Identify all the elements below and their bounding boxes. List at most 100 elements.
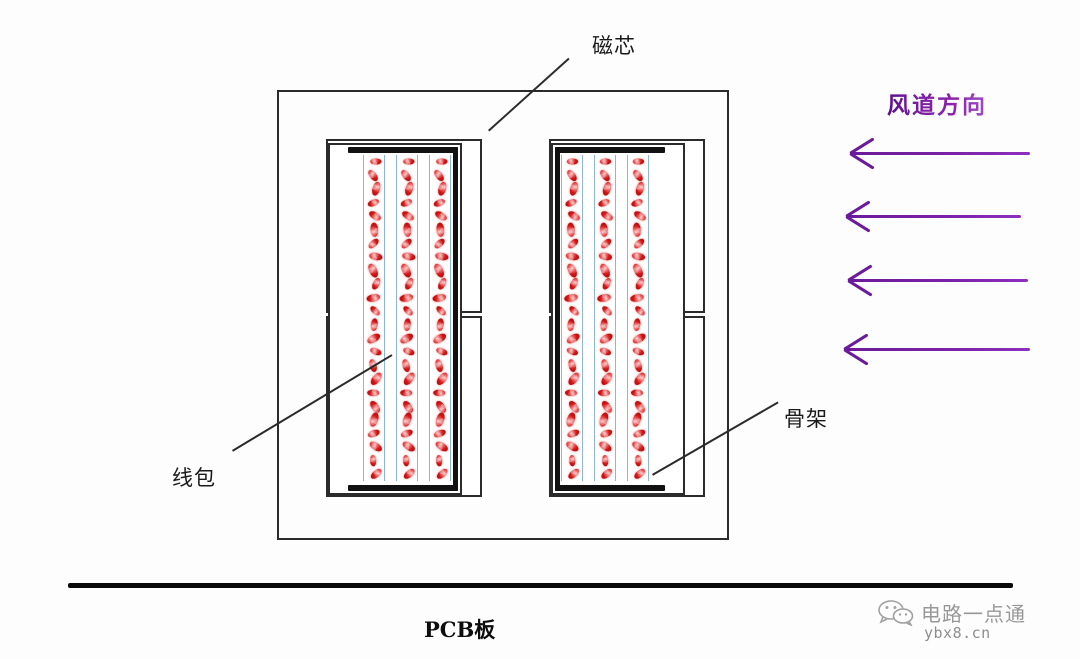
wire-cross-section bbox=[365, 168, 380, 183]
wire-cross-section bbox=[631, 427, 646, 439]
wire-cross-section bbox=[365, 331, 382, 346]
airflow-arrow-4 bbox=[843, 333, 1030, 366]
watermark-site: ybx8.cn bbox=[924, 624, 991, 642]
wire-cross-section bbox=[597, 411, 610, 429]
wire-cross-section bbox=[598, 236, 613, 250]
wire-cross-section bbox=[400, 439, 417, 454]
wire-cross-section bbox=[565, 427, 580, 439]
wire-cross-section bbox=[567, 276, 580, 292]
label-airflow-direction: 风道方向 bbox=[887, 86, 987, 120]
wire-cross-section bbox=[398, 261, 413, 279]
wire-cross-section bbox=[400, 251, 416, 262]
wire-cross-section bbox=[567, 304, 580, 318]
wire-cross-section bbox=[399, 427, 414, 439]
wire-cross-section bbox=[369, 318, 379, 332]
wire-cross-section bbox=[564, 168, 579, 183]
label-core: 磁芯 bbox=[592, 34, 636, 58]
wire-cross-section bbox=[599, 209, 615, 223]
wire-cross-section bbox=[401, 454, 410, 467]
right-bobbin-left-wall bbox=[555, 147, 560, 491]
left-winding-column-1 bbox=[363, 155, 385, 481]
wire-cross-section bbox=[630, 389, 643, 397]
wire-cross-section bbox=[567, 454, 576, 467]
wire-cross-section bbox=[398, 331, 415, 346]
wire-cross-section bbox=[368, 454, 377, 467]
wire-cross-section bbox=[632, 358, 643, 373]
wire-cross-section bbox=[431, 331, 448, 346]
wire-cross-section bbox=[631, 236, 646, 250]
wire-cross-section bbox=[431, 168, 446, 183]
wire-cross-section bbox=[401, 467, 416, 481]
wire-cross-section bbox=[596, 197, 611, 208]
wire-cross-section bbox=[432, 427, 447, 439]
wire-cross-section bbox=[435, 318, 445, 332]
wire-cross-section bbox=[599, 318, 608, 332]
wire-cross-section bbox=[633, 276, 646, 292]
wire-cross-section bbox=[369, 181, 382, 197]
wire-cross-section bbox=[431, 292, 447, 303]
airflow-arrow-3-shaft bbox=[848, 279, 1028, 282]
airflow-arrow-1-shaft bbox=[850, 152, 1030, 155]
wire-cross-section bbox=[566, 398, 581, 414]
wire-cross-section bbox=[631, 467, 647, 481]
wire-cross-section bbox=[629, 439, 646, 454]
wire-cross-section bbox=[632, 222, 642, 238]
label-winding: 线包 bbox=[172, 466, 216, 490]
wire-cross-section bbox=[599, 158, 611, 166]
left-bobbin-right-wall bbox=[453, 147, 458, 491]
wire-cross-section bbox=[600, 181, 613, 197]
wire-cross-section bbox=[435, 222, 445, 238]
wire-cross-section bbox=[563, 292, 578, 303]
wire-cross-section bbox=[630, 331, 647, 346]
right-winding-column-1 bbox=[561, 155, 583, 481]
wire-cross-section bbox=[598, 427, 613, 439]
wire-cross-section bbox=[367, 251, 383, 262]
wire-cross-section bbox=[596, 439, 613, 454]
wire-cross-section bbox=[565, 467, 581, 481]
airflow-arrow-2-shaft bbox=[846, 215, 1021, 218]
wire-cross-section bbox=[402, 158, 415, 166]
wire-cross-section bbox=[564, 251, 580, 262]
left-winding bbox=[363, 155, 451, 481]
wire-cross-section bbox=[600, 454, 609, 467]
wire-cross-section bbox=[566, 158, 578, 166]
wire-cross-section bbox=[563, 197, 578, 208]
left-bobbin-top-flange bbox=[348, 147, 458, 153]
wire-cross-section bbox=[432, 197, 446, 208]
wire-cross-section bbox=[401, 346, 415, 358]
wire-cross-section bbox=[369, 276, 382, 292]
wire-cross-section bbox=[432, 236, 447, 250]
right-winding-column-3 bbox=[627, 155, 649, 481]
wire-cross-section bbox=[367, 209, 383, 223]
wire-cross-section bbox=[401, 304, 415, 318]
wire-cross-section bbox=[367, 370, 384, 388]
wire-cross-section bbox=[564, 331, 581, 346]
airflow-arrow-4-shaft bbox=[844, 348, 1030, 351]
left-bobbin-bottom-flange bbox=[348, 485, 458, 491]
wire-cross-section bbox=[434, 304, 448, 318]
wire-cross-section bbox=[431, 261, 446, 279]
right-bobbin-top-flange bbox=[555, 147, 665, 153]
wire-cross-section bbox=[433, 358, 444, 373]
wire-cross-section bbox=[596, 292, 611, 303]
wire-cross-section bbox=[597, 331, 614, 346]
wire-cross-section bbox=[399, 236, 414, 250]
wire-cross-section bbox=[565, 346, 579, 358]
airflow-arrow-3 bbox=[847, 264, 1028, 297]
right-bobbin-bottom-flange bbox=[555, 485, 665, 491]
wire-cross-section bbox=[435, 158, 448, 166]
wire-cross-section bbox=[632, 158, 644, 166]
wire-cross-section bbox=[435, 276, 448, 292]
right-winding-column-2 bbox=[594, 155, 616, 481]
wire-cross-section bbox=[366, 389, 379, 397]
wire-cross-section bbox=[365, 292, 381, 303]
wire-cross-section bbox=[630, 251, 646, 262]
pcb-board-line bbox=[68, 583, 1013, 588]
wire-cross-section bbox=[630, 168, 645, 183]
wire-cross-section bbox=[432, 389, 445, 397]
wire-cross-section bbox=[564, 389, 577, 397]
magnetic-core-outline bbox=[277, 90, 729, 540]
wire-cross-section bbox=[563, 439, 580, 454]
wire-cross-section bbox=[398, 292, 414, 303]
wire-cross-section bbox=[598, 370, 614, 388]
